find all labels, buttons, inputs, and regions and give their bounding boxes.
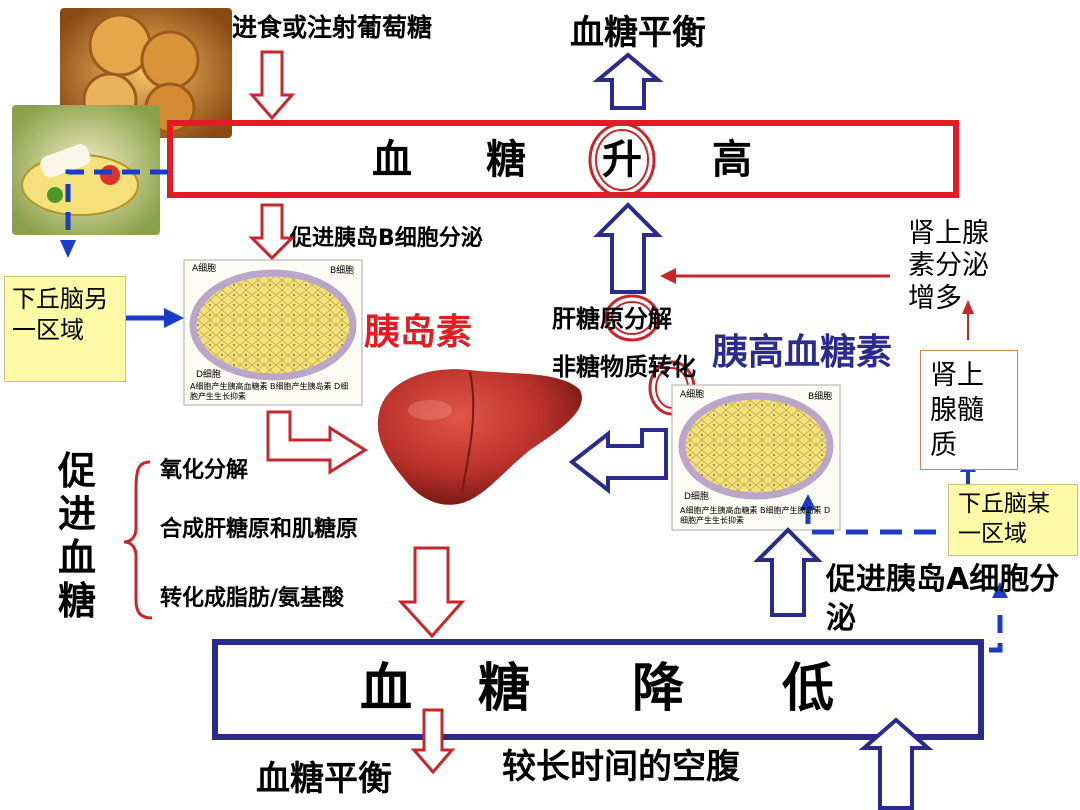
islet-a-image [671,384,841,531]
arrow-fall-to-balance [410,708,456,775]
arrow-rise-to-balance [592,52,664,110]
conversion-label: 转化成脂肪/氨基酸 [160,586,345,611]
rise-char-2: 糖 [486,137,526,183]
insulin-label: 胰岛素 [364,312,473,353]
hypothalamus-left-box [4,276,126,382]
islet-b-image [183,259,363,406]
arrow-glucagon-to-liver [568,428,668,495]
hypothalamus-right-box [948,484,1078,556]
promote-b-label: 促进胰岛B细胞分泌 [290,226,483,251]
hypothalamus-left-label: 下丘脑另一区域 [12,285,108,345]
glycogen-highlight-circle [604,294,660,342]
fall-char-3: 降 [632,659,685,719]
balance-top-label: 血糖平衡 [570,13,706,53]
balance-bottom-label: 血糖平衡 [256,759,392,799]
blood-sugar-fall-box [212,639,984,740]
oxidation-label: 氧化分解 [160,458,249,483]
rise-char-1: 血 [372,137,412,183]
glycogen-synthesis-label: 合成肝糖原和肌糖原 [160,517,359,542]
islet-b-b-cell-label: B细胞 [330,266,355,276]
arrow-fasting-to-fall [858,717,934,810]
arrow-rise-to-islet-b [248,203,296,261]
blood-sugar-rise-box [167,120,959,198]
glucagon-label: 胰高血糖素 [712,332,893,373]
dashed-path-right [805,510,1003,653]
arrow-liver-to-fall [397,546,466,639]
fall-char-2: 糖 [478,659,531,719]
adrenal-medulla-label: 肾上腺髓质 [930,360,984,462]
islet-b-a-cell-label: A细胞 [192,264,217,274]
fall-char-1: 血 [360,659,413,719]
islet-a-b-cell-label: B细胞 [808,392,833,402]
rise-highlight-circle [588,122,656,198]
fasting-label: 较长时间的空腹 [502,747,740,787]
non-sugar-label: 非糖物质转化 [552,353,696,381]
islet-b-d-cell-label: D细胞 [196,370,221,380]
glycogenolysis-label: 肝糖原分解 [552,305,672,333]
rise-char-3: 升 [602,137,642,183]
liver-image [377,369,582,505]
arrow-food-to-rise [248,50,296,121]
promote-blood-sugar-label: 促进血糖 [58,449,97,623]
promote-a-label: 促进胰岛A细胞分泌 [826,562,1060,636]
arrow-fall-to-islet-a [753,527,823,617]
islet-a-caption: A细胞产生胰高血糖素 B细胞产生胰岛素 D细胞产生生长抑素 [680,506,831,525]
adrenaline-label: 肾上腺素分泌增多 [908,218,989,314]
food-intake-label: 进食或注射葡萄糖 [232,13,433,42]
dashed-path-left [65,169,168,240]
adrenal-medulla-box [920,350,1018,470]
islet-a-a-cell-label: A细胞 [680,390,705,400]
left-brace [123,460,153,620]
arrow-liver-to-rise [593,202,663,294]
rise-char-4: 高 [712,137,752,183]
islet-a-d-cell-label: D细胞 [684,492,709,502]
arrow-insulin-to-liver [266,410,368,475]
fall-char-4: 低 [782,659,835,719]
islet-b-caption: A细胞产生胰高血糖素 B细胞产生胰岛素 D细胞产生生长抑素 [190,382,349,401]
hypothalamus-right-label: 下丘脑某一区域 [958,491,1050,547]
